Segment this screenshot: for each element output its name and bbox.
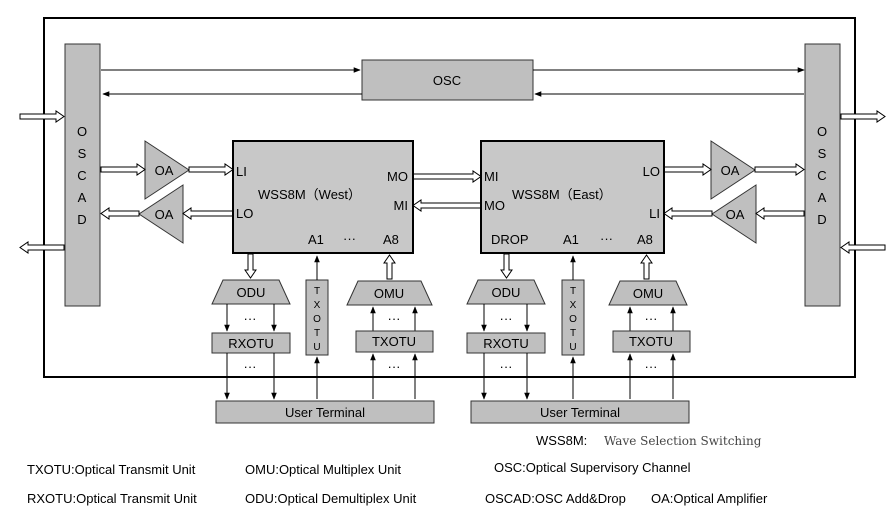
txotu-east-dots: ···: [645, 359, 658, 374]
omu-west-label: OMU: [374, 286, 404, 301]
oa-right-top-label: OA: [721, 163, 740, 178]
txotu-east: [612, 330, 691, 353]
svg-text:D: D: [817, 212, 826, 227]
svg-text:T: T: [314, 328, 320, 339]
legend-wss8m: WSS8M:: [536, 433, 587, 448]
txotu-west: [355, 330, 434, 353]
svg-text:X: X: [570, 300, 577, 311]
osc-box: [361, 59, 534, 101]
odu-east-dots: ···: [500, 311, 513, 326]
legend-wss8m-desc: Wave Selection Switching: [604, 434, 762, 448]
svg-text:O: O: [569, 314, 577, 325]
user-terminal-west: [215, 400, 435, 424]
wss8m-east: [480, 140, 665, 254]
txotu-vertical-east-label: T X O T U: [569, 286, 577, 353]
wss-west-dots: ···: [343, 231, 356, 246]
oscad-right: [804, 43, 841, 307]
rxotu-east-label: RXOTU: [483, 336, 529, 351]
odu-east: [466, 279, 546, 305]
wss-east-lo: LO: [643, 164, 660, 179]
oscad-right-label: O S C A D: [817, 124, 827, 227]
oa-left-bottom-label: OA: [155, 207, 174, 222]
omu-east: [608, 280, 688, 306]
wss-west-title: WSS8M（West）: [258, 187, 361, 202]
legend-omu: OMU:Optical Multiplex Unit: [245, 462, 401, 477]
wss-east-title: WSS8M（East）: [512, 187, 612, 202]
svg-text:U: U: [313, 342, 320, 353]
odu-west: [211, 279, 291, 305]
wss-east-mo: MO: [484, 198, 505, 213]
svg-text:X: X: [314, 300, 321, 311]
legend: WSS8M: Wave Selection Switching TXOTU:Op…: [27, 433, 768, 506]
svg-text:U: U: [569, 342, 576, 353]
rxotu-east-dots: ···: [500, 359, 513, 374]
txotu-east-label: TXOTU: [629, 334, 673, 349]
east-add-arrow: [640, 254, 653, 280]
omu-west: [346, 280, 433, 306]
oscad-left: [64, 43, 101, 307]
odu-east-label: ODU: [492, 285, 521, 300]
oa-left-top-label: OA: [155, 163, 174, 178]
wss-east-dots: ···: [600, 231, 613, 246]
east-drop-arrow: [500, 253, 513, 279]
wss-west-mi: MI: [394, 198, 408, 213]
odu-west-dots: ···: [244, 311, 257, 326]
wss-west-lo: LO: [236, 206, 253, 221]
internal-hollow-arrows: [100, 163, 805, 220]
oa-right-bottom-label: OA: [726, 207, 745, 222]
legend-rxotu: RXOTU:Optical Transmit Unit: [27, 491, 197, 506]
svg-text:A: A: [78, 190, 87, 205]
rxotu-west: [211, 332, 291, 354]
svg-text:T: T: [314, 286, 320, 297]
wss-east-a1: A1: [563, 232, 579, 247]
svg-text:C: C: [77, 168, 86, 183]
west-add-arrow: [383, 254, 396, 280]
rxotu-west-dots: ···: [244, 359, 257, 374]
svg-text:A: A: [818, 190, 827, 205]
wss8m-west: [232, 140, 414, 254]
wss-west-li: LI: [236, 164, 247, 179]
svg-text:T: T: [570, 286, 576, 297]
osc-label: OSC: [433, 73, 461, 88]
oscad-left-label: O S C A D: [77, 124, 87, 227]
wss-west-a8: A8: [383, 232, 399, 247]
odu-west-label: ODU: [237, 285, 266, 300]
svg-text:T: T: [570, 328, 576, 339]
wss-east-drop: DROP: [491, 232, 529, 247]
omu-east-label: OMU: [633, 286, 663, 301]
svg-text:D: D: [77, 212, 86, 227]
wss-west-a1: A1: [308, 232, 324, 247]
user-terminal-east-label: User Terminal: [540, 405, 620, 420]
wss-east-mi: MI: [484, 169, 498, 184]
omu-west-dots: ···: [388, 311, 401, 326]
svg-text:S: S: [818, 146, 827, 161]
user-terminal-west-label: User Terminal: [285, 405, 365, 420]
legend-oscad: OSCAD:OSC Add&Drop: [485, 491, 626, 506]
user-terminal-east: [470, 400, 690, 424]
svg-text:O: O: [313, 314, 321, 325]
legend-oa: OA:Optical Amplifier: [651, 491, 768, 506]
external-arrows: [19, 110, 886, 254]
legend-txotu: TXOTU:Optical Transmit Unit: [27, 462, 196, 477]
rxotu-west-label: RXOTU: [228, 336, 274, 351]
svg-text:C: C: [817, 168, 826, 183]
txotu-west-dots: ···: [388, 359, 401, 374]
legend-odu: ODU:Optical Demultiplex Unit: [245, 491, 417, 506]
wss-east-li: LI: [649, 206, 660, 221]
wss-west-mo: MO: [387, 169, 408, 184]
omu-east-dots: ···: [645, 311, 658, 326]
txotu-west-label: TXOTU: [372, 334, 416, 349]
wss-east-a8: A8: [637, 232, 653, 247]
svg-text:O: O: [77, 124, 87, 139]
svg-text:S: S: [78, 146, 87, 161]
system-frame: [43, 17, 856, 378]
west-drop-arrow: [244, 253, 257, 279]
svg-text:O: O: [817, 124, 827, 139]
rxotu-east: [466, 332, 546, 354]
txotu-vertical-west-label: T X O T U: [313, 286, 321, 353]
legend-osc: OSC:Optical Supervisory Channel: [494, 460, 691, 475]
